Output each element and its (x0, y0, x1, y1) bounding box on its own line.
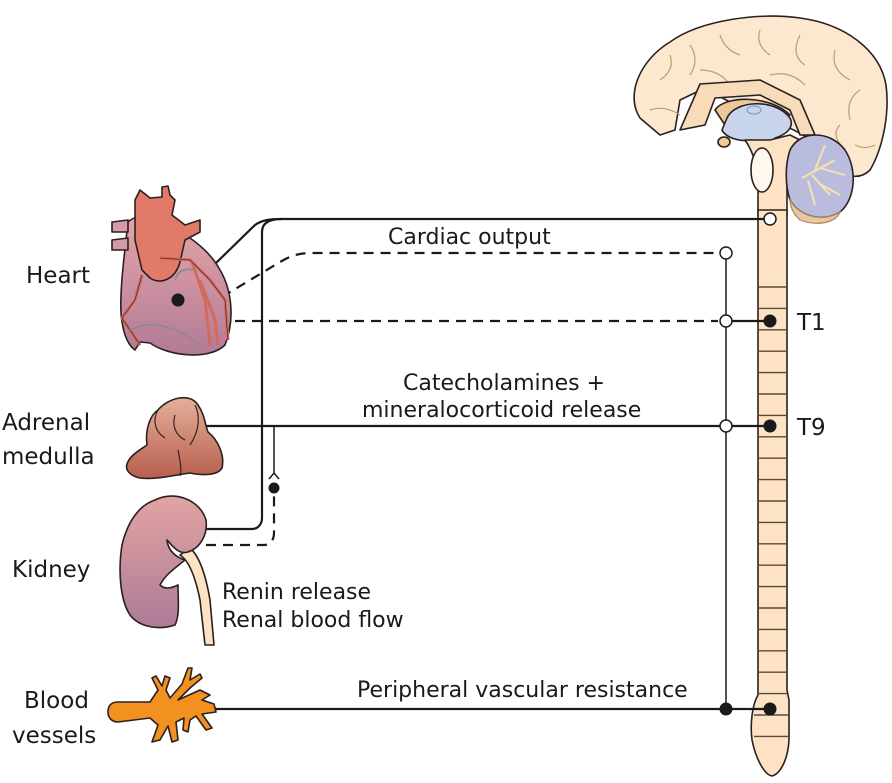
arbor-vitae (801, 144, 846, 206)
nerve-pathways (177, 212, 777, 716)
label-vessels-2: vessels (12, 723, 96, 749)
lumbar-node (763, 702, 777, 716)
effect-catecholamines-1: Catecholamines + (403, 371, 605, 396)
adrenal-illustration (125, 396, 224, 480)
spinal-cord-body (750, 209, 790, 777)
label-adrenal-2: medulla (2, 444, 95, 470)
vessel-tree (107, 667, 217, 743)
pituitary (717, 136, 731, 148)
cerebellum (785, 134, 855, 219)
effect-renal-flow: Renal blood flow (222, 608, 404, 633)
label-adrenal-1: Adrenal (2, 410, 90, 436)
corpus-callosum (679, 79, 816, 136)
cerebellum-base (789, 197, 842, 224)
label-kidney: Kidney (12, 557, 90, 583)
effect-pvr: Peripheral vascular resistance (357, 678, 688, 703)
ventricle (721, 102, 793, 173)
label-vessels-1: Blood (24, 688, 89, 714)
ventricle-highlight (746, 105, 762, 115)
ureter (179, 547, 215, 646)
heart-vessel-stubs (111, 219, 129, 251)
aorta (134, 185, 201, 282)
effect-renin: Renin release (222, 580, 371, 605)
spinal-level-t9: T9 (796, 415, 826, 441)
kidney-vagal-line (206, 495, 276, 547)
adrenal-folds (154, 404, 199, 477)
brainstem-node (763, 212, 777, 226)
vagal-node-lower (719, 314, 733, 328)
adrenal-node (719, 419, 733, 433)
t9-node (763, 419, 777, 433)
t1-node (763, 314, 777, 328)
spinal-segments (754, 286, 789, 738)
adrenal-body (125, 396, 224, 480)
kidney-sympathetic-line (206, 217, 283, 531)
brain-illustration (633, 15, 888, 224)
pons (750, 147, 774, 193)
heart-innervation-dot (171, 293, 185, 307)
heart-illustration (111, 185, 232, 356)
heart-vein (129, 268, 201, 346)
kidney-illustration (119, 495, 215, 646)
label-heart: Heart (26, 263, 90, 289)
heart-vagal-line-upper (221, 251, 718, 298)
spinal-level-t1: T1 (796, 310, 826, 336)
coronary-outline (121, 257, 229, 346)
vagal-node-upper (719, 246, 733, 260)
effect-cardiac-output: Cardiac output (388, 225, 551, 250)
branch-dot (268, 482, 280, 494)
spinal-cord (750, 209, 790, 777)
branch-arrow (268, 471, 280, 480)
blood-vessel-illustration (107, 667, 217, 743)
effect-catecholamines-2: mineralocorticoid release (362, 398, 641, 423)
kidney-body (119, 495, 208, 629)
vessel-junction-node (719, 702, 733, 716)
gyri-lines (649, 29, 876, 151)
